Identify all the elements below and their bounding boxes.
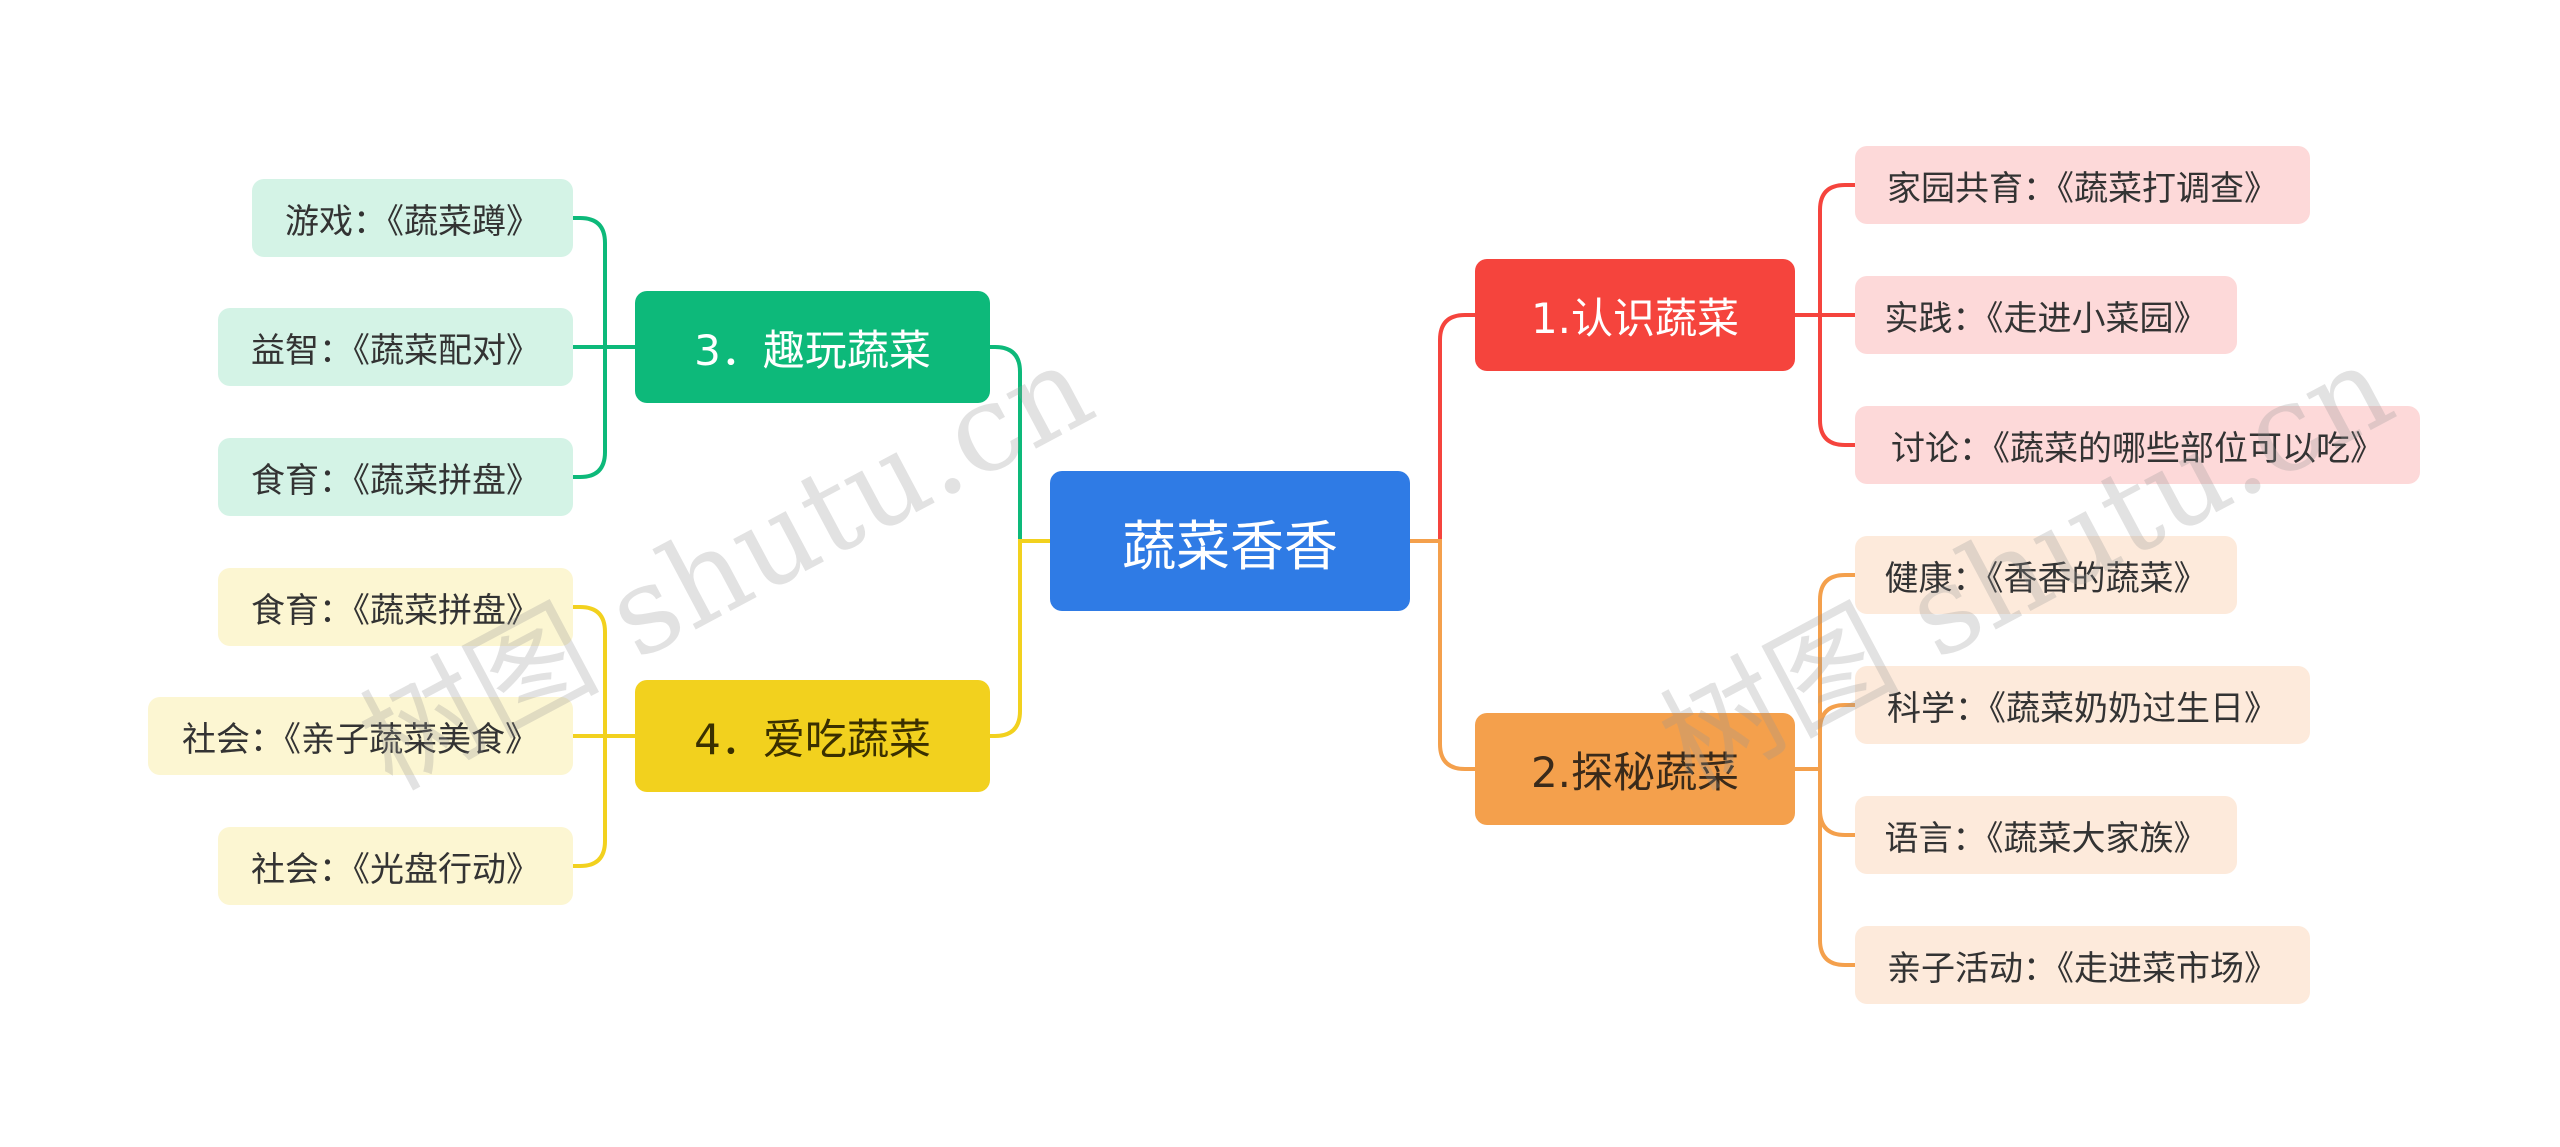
branch-node-1[interactable]: 1.认识蔬菜: [1475, 259, 1795, 371]
link-root-b2: [1410, 539, 1475, 771]
leaf-node-b4-3[interactable]: 社会：《光盘行动》: [218, 827, 573, 905]
link-b2-leaf2: [1795, 703, 1855, 771]
link-b4-leaf3: [573, 734, 635, 868]
leaf-node-b3-2[interactable]: 益智：《蔬菜配对》: [218, 308, 573, 386]
leaf-node-b1-3[interactable]: 讨论：《蔬菜的哪些部位可以吃》: [1855, 406, 2420, 484]
link-b4-leaf1: [573, 605, 635, 738]
leaf-node-b3-3[interactable]: 食育：《蔬菜拼盘》: [218, 438, 573, 516]
leaf-node-b2-2[interactable]: 科学：《蔬菜奶奶过生日》: [1855, 666, 2310, 744]
leaf-node-b1-2[interactable]: 实践：《走进小菜园》: [1855, 276, 2237, 354]
link-root-b4: [990, 539, 1050, 738]
root-node[interactable]: 蔬菜香香: [1050, 471, 1410, 611]
link-b3-leaf3: [573, 345, 635, 479]
branch-node-4[interactable]: 4．爱吃蔬菜: [635, 680, 990, 792]
branch-node-2[interactable]: 2.探秘蔬菜: [1475, 713, 1795, 825]
leaf-node-b3-1[interactable]: 游戏：《蔬菜蹲》: [252, 179, 573, 257]
link-b3-leaf1: [573, 216, 635, 349]
leaf-node-b2-3[interactable]: 语言：《蔬菜大家族》: [1855, 796, 2237, 874]
leaf-node-b4-2[interactable]: 社会：《亲子蔬菜美食》: [148, 697, 573, 775]
link-b2-leaf1: [1795, 573, 1855, 771]
leaf-node-b4-1[interactable]: 食育：《蔬菜拼盘》: [218, 568, 573, 646]
link-b2-leaf3: [1795, 767, 1855, 837]
link-b1-leaf1: [1795, 183, 1855, 317]
branch-node-3[interactable]: 3．趣玩蔬菜: [635, 291, 990, 403]
link-b1-leaf3: [1795, 313, 1855, 447]
leaf-node-b2-1[interactable]: 健康：《香香的蔬菜》: [1855, 536, 2237, 614]
link-root-b3: [990, 345, 1050, 543]
leaf-node-b2-4[interactable]: 亲子活动：《走进菜市场》: [1855, 926, 2310, 1004]
link-root-b1: [1410, 313, 1475, 543]
leaf-node-b1-1[interactable]: 家园共育：《蔬菜打调查》: [1855, 146, 2310, 224]
link-b2-leaf4: [1795, 767, 1855, 967]
